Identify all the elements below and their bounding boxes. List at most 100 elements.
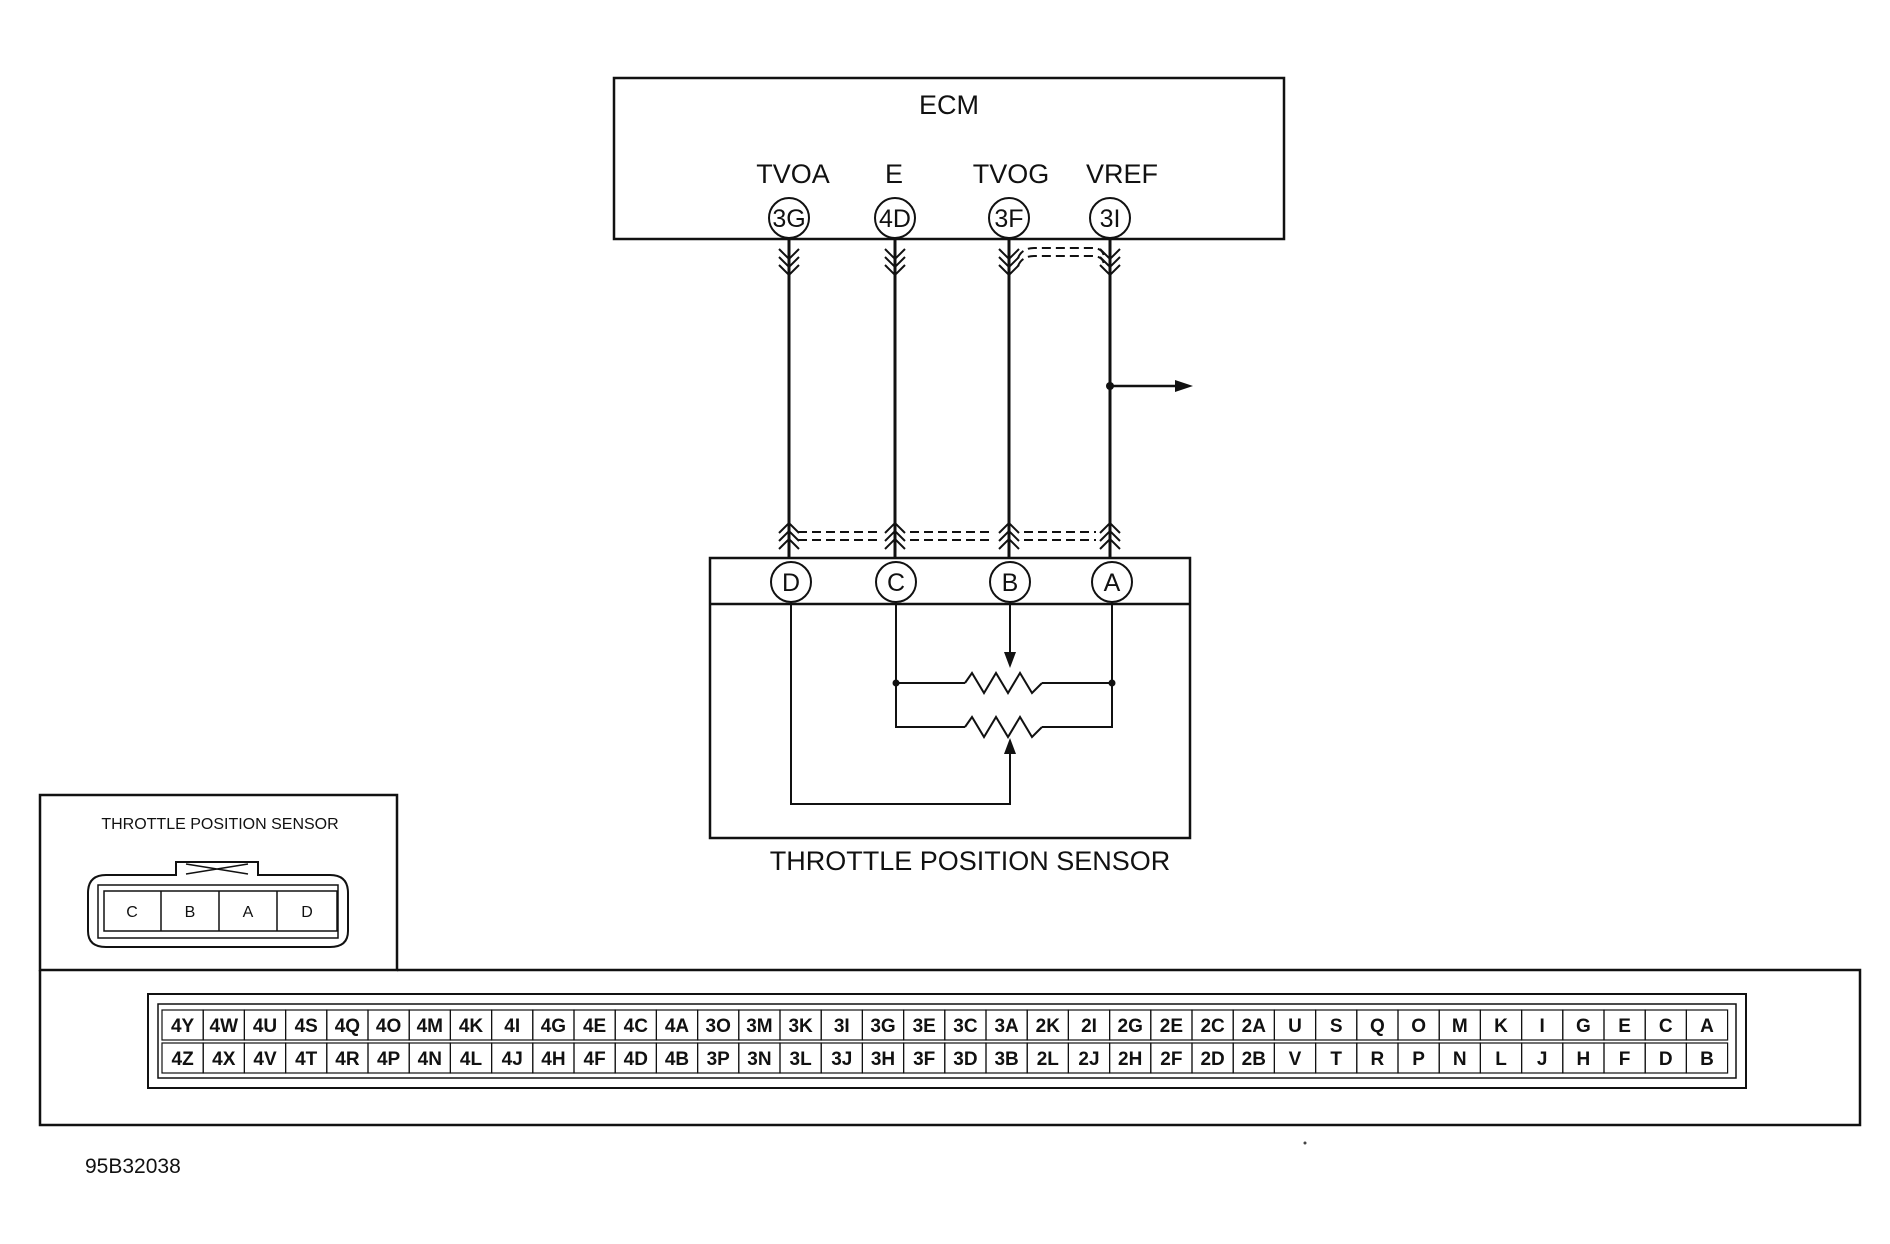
ecm-connector-pin-label: G — [1576, 1016, 1591, 1037]
sensor-connector-housing — [87, 861, 349, 948]
sensor-pin-d-label: D — [782, 569, 800, 597]
ecm-connector-pin-cell: K — [1479, 1009, 1523, 1041]
ecm-connector-pin-cell: 4D — [614, 1042, 658, 1074]
ecm-connector-pin-cell: 2L — [1026, 1042, 1069, 1074]
ecm-connector-pin-label: 4N — [418, 1049, 442, 1070]
ecm-connector-pin-label: 2B — [1242, 1049, 1266, 1070]
ecm-connector-pin-label: 3G — [870, 1016, 895, 1037]
ecm-connector-pin-cell: 3J — [820, 1042, 864, 1074]
ecm-connector-pin-cell: R — [1356, 1042, 1399, 1074]
ecm-connector-pin-cell: 4W — [202, 1009, 245, 1041]
ecm-connector-pin-cell: 4Y — [161, 1009, 204, 1041]
ecm-connector-pin-label: 4U — [253, 1016, 277, 1037]
ecm-connector-pin-cell: 3O — [696, 1009, 740, 1041]
ecm-unit: ECM TVOA E TVOG VREF 3G 4D 3F 3I — [612, 76, 1286, 241]
ecm-connector-pin-label: 4G — [541, 1016, 566, 1037]
ecm-connector-pin-label: 3B — [994, 1049, 1018, 1070]
junction-a-icon — [1108, 679, 1116, 687]
sensor-connector-pin: D — [301, 904, 313, 921]
ecm-connector-pin-label: U — [1288, 1016, 1302, 1037]
ecm-connector-pin-cell: 4I — [491, 1009, 534, 1041]
ecm-connector-pin-label: 2I — [1081, 1016, 1097, 1037]
ecm-connector-pin-label: 2A — [1242, 1016, 1267, 1037]
ecm-pin-3f-label: 3F — [994, 205, 1023, 233]
ecm-connector-pin-label: 4E — [583, 1016, 606, 1037]
ecm-connector-pin-label: R — [1371, 1049, 1385, 1070]
sensor-pin-d: D — [770, 561, 812, 603]
sensor-connector-housing-inner — [97, 884, 339, 939]
sensor-pin-a: A — [1091, 561, 1133, 603]
sensor-internal-wiring — [790, 602, 1113, 805]
ecm-connector-pin-cell: 3L — [779, 1042, 822, 1074]
ecm-connector-pin-cell: 2A — [1232, 1009, 1275, 1041]
sensor-pin-a-label: A — [1104, 569, 1121, 597]
ecm-connector-pin-cell: 4P — [367, 1042, 410, 1074]
ecm-terminal-tvoa-name: TVOA — [756, 159, 830, 189]
ecm-connector-pin-label: 4V — [253, 1049, 277, 1070]
ecm-connector-pin-cell: 4M — [408, 1009, 452, 1041]
ecm-connector-pin-cell: 4O — [367, 1009, 410, 1041]
sensor-side-connector-marks — [778, 521, 1121, 550]
ecm-connector-pin-label: O — [1411, 1016, 1426, 1037]
ecm-connector-pin-label: 4F — [584, 1049, 606, 1070]
ecm-terminal-vref-name: VREF — [1086, 159, 1158, 189]
ecm-connector-pin-label: B — [1700, 1049, 1714, 1070]
ecm-connector-pin-label: 2K — [1036, 1016, 1061, 1037]
ecm-connector-pin-label: E — [1618, 1016, 1631, 1037]
wiper-lower-arrow — [1004, 738, 1016, 754]
ecm-connector-pin-label: 2G — [1118, 1016, 1143, 1037]
ecm-connector-pin-label: 4A — [665, 1016, 690, 1037]
ecm-connector-pin-label: 2L — [1037, 1049, 1060, 1070]
ecm-connector-pin-label: 4T — [295, 1049, 318, 1070]
sensor-pin-b-label: B — [1002, 569, 1019, 597]
ecm-connector-pin-cell: 4V — [243, 1042, 287, 1074]
resistor-upper-icon — [964, 671, 1043, 695]
ecm-connector-pin-cell: G — [1562, 1009, 1605, 1041]
ecm-connector-pin-label: K — [1494, 1016, 1508, 1037]
ecm-connector-pin-cell: 4G — [532, 1009, 575, 1041]
ecm-connector-pin-cell: F — [1603, 1042, 1646, 1074]
ecm-connector-pin-label: D — [1659, 1049, 1673, 1070]
ecm-connector-pin-cell: 4F — [573, 1042, 616, 1074]
ecm-connector-pin-label: 2J — [1078, 1049, 1099, 1070]
ecm-connector-pin-label: 4O — [376, 1016, 401, 1037]
ecm-connector-pin-label: 3H — [871, 1049, 895, 1070]
ecm-connector-pin-cell: Q — [1356, 1009, 1399, 1041]
ecm-connector-pin-cell: 3M — [738, 1009, 781, 1041]
ecm-side-connector-marks — [778, 248, 1121, 277]
ecm-connector-pin-cell: 4X — [202, 1042, 245, 1074]
ecm-connector-pin-label: L — [1495, 1049, 1507, 1070]
ecm-connector-pin-cell: I — [1520, 1009, 1564, 1041]
ecm-pin-4d: 4D — [874, 197, 916, 239]
ecm-connector-pin-label: 4M — [417, 1016, 443, 1037]
ecm-pin-3g-label: 3G — [772, 205, 805, 233]
stray-dot — [1303, 1141, 1307, 1145]
ecm-connector-outer — [147, 993, 1747, 1089]
sensor-connector-inset-box — [38, 793, 399, 972]
ecm-connector-pin-cell: 4L — [449, 1042, 493, 1074]
ecm-connector-pin-cell: 3P — [696, 1042, 740, 1074]
ecm-connector-pin-label: 3N — [747, 1049, 771, 1070]
ecm-connector-pin-cell: 4H — [532, 1042, 575, 1074]
ecm-connector-pin-cell: 2K — [1026, 1009, 1069, 1041]
ecm-connector-pin-cell: 4C — [614, 1009, 658, 1041]
sensor-side-shield — [798, 531, 1096, 541]
ecm-connector-pin-label: 4Z — [172, 1049, 195, 1070]
ecm-connector-pin-label: H — [1577, 1049, 1591, 1070]
ecm-connector-pin-cell: 3C — [944, 1009, 987, 1041]
wiper-upper-arrow — [1004, 652, 1016, 668]
ecm-connector-pin-label: 4C — [624, 1016, 649, 1037]
ecm-connector-pin-cell: M — [1438, 1009, 1481, 1041]
sensor-connector-pin-frame — [103, 890, 338, 932]
ecm-connector-pin-label: 4J — [502, 1049, 523, 1070]
sensor-label: THROTTLE POSITION SENSOR — [770, 846, 1171, 876]
ecm-connector-pin-cell: S — [1314, 1009, 1358, 1041]
ecm-connector-pin-cell: 2F — [1150, 1042, 1193, 1074]
sensor-pin-b: B — [989, 561, 1031, 603]
ecm-connector-pin-cell: C — [1644, 1009, 1687, 1041]
ecm-connector-pin-label: 4D — [624, 1049, 648, 1070]
ecm-connector-pin-label: 4Y — [171, 1016, 195, 1037]
sensor-connector-inset-title: THROTTLE POSITION SENSOR — [101, 816, 338, 833]
